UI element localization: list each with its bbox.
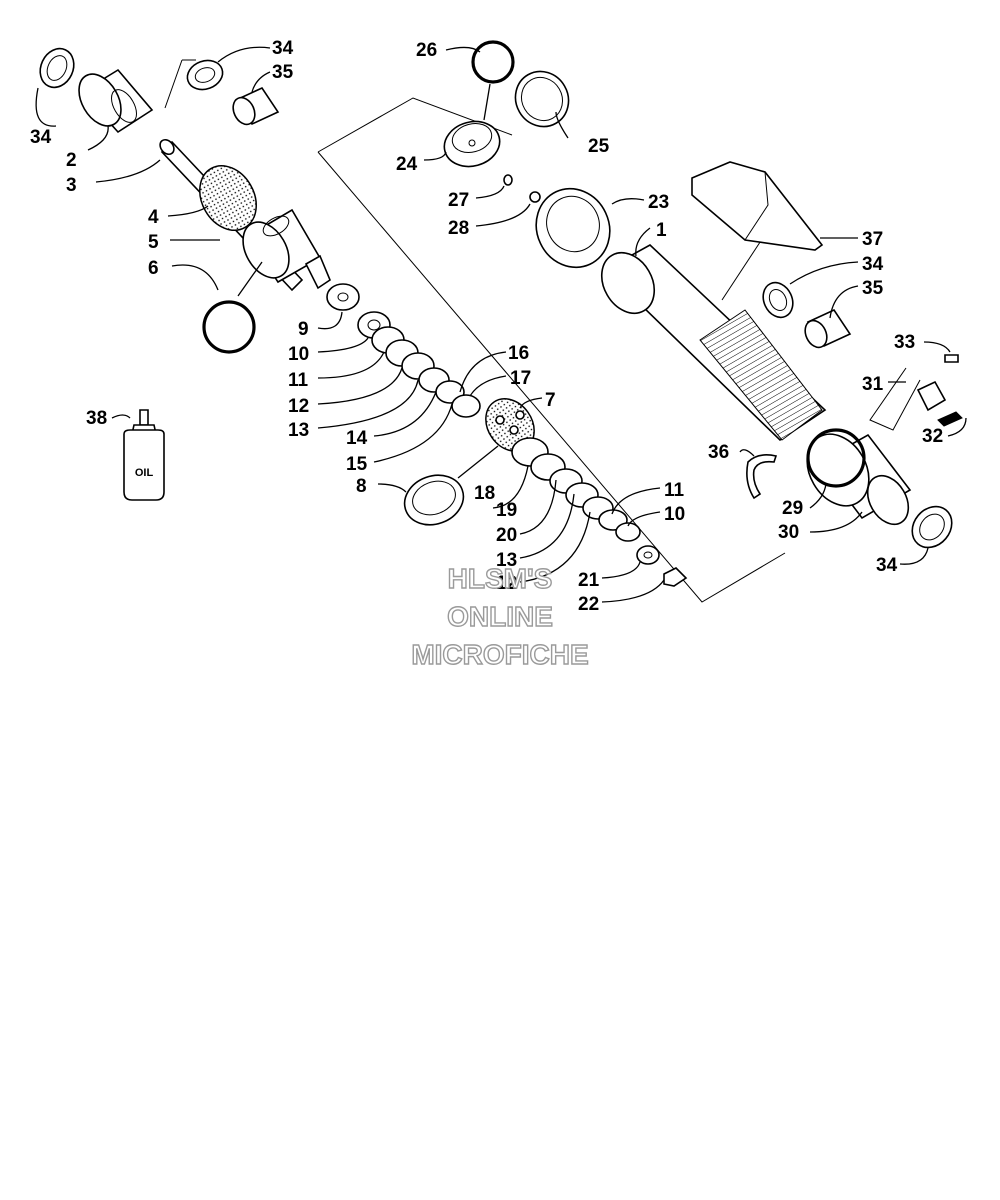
o-ring-6 bbox=[202, 300, 256, 354]
callout-34-a: 34 bbox=[30, 127, 52, 148]
callout-21: 21 bbox=[578, 570, 600, 591]
callout-25: 25 bbox=[588, 136, 610, 157]
watermark-line-2: ONLINE bbox=[447, 601, 553, 632]
callout-33: 33 bbox=[894, 332, 915, 353]
callout-4: 4 bbox=[148, 207, 159, 228]
callout-23: 23 bbox=[648, 192, 669, 213]
callout-10-a: 10 bbox=[288, 344, 309, 365]
o-ring-29 bbox=[806, 428, 866, 488]
screw-33 bbox=[944, 354, 959, 363]
o-ring-26 bbox=[471, 40, 515, 84]
eyelet-2 bbox=[78, 68, 154, 134]
callout-34-d: 34 bbox=[876, 555, 898, 576]
callout-11-b: 11 bbox=[664, 480, 685, 501]
callout-13-b: 13 bbox=[496, 550, 517, 571]
callout-11-a: 11 bbox=[288, 370, 309, 391]
cap-23 bbox=[535, 187, 611, 269]
callout-7: 7 bbox=[545, 390, 556, 411]
valve-31 bbox=[916, 380, 947, 412]
callout-35-a: 35 bbox=[272, 62, 294, 83]
oil-label: OIL bbox=[135, 467, 154, 479]
callout-35-b: 35 bbox=[862, 278, 884, 299]
callout-5: 5 bbox=[148, 232, 159, 253]
oil-bottle-38: OIL bbox=[123, 409, 165, 501]
callout-38: 38 bbox=[86, 408, 107, 429]
callout-12-a: 12 bbox=[288, 396, 309, 417]
callout-26: 26 bbox=[416, 40, 437, 61]
callout-6: 6 bbox=[148, 258, 159, 279]
bushing-34-top-left bbox=[39, 47, 75, 89]
callout-15: 15 bbox=[346, 454, 368, 475]
bushing-34-top bbox=[186, 59, 224, 91]
bumper-4 bbox=[199, 165, 257, 231]
shock-body-1 bbox=[600, 244, 827, 442]
bushing-34-right bbox=[911, 505, 953, 549]
callout-28: 28 bbox=[448, 218, 469, 239]
callout-18: 18 bbox=[474, 483, 495, 504]
callout-16: 16 bbox=[508, 343, 529, 364]
callout-24: 24 bbox=[396, 154, 418, 175]
cover-37 bbox=[691, 161, 824, 251]
callout-34-b: 34 bbox=[272, 38, 294, 59]
callout-29: 29 bbox=[782, 498, 803, 519]
callout-34-c: 34 bbox=[862, 254, 884, 275]
floating-piston-24 bbox=[443, 120, 501, 168]
callout-13-a: 13 bbox=[288, 420, 309, 441]
bushing-34-right-top bbox=[762, 281, 794, 319]
leader-lines bbox=[35, 46, 967, 603]
callout-19: 19 bbox=[496, 500, 517, 521]
callout-2: 2 bbox=[66, 150, 77, 171]
washer-stack bbox=[326, 283, 481, 418]
valve-28 bbox=[529, 191, 541, 203]
callout-8: 8 bbox=[356, 476, 367, 497]
callout-1: 1 bbox=[656, 220, 667, 241]
sleeve-35-right bbox=[804, 308, 852, 349]
callout-3: 3 bbox=[66, 175, 77, 196]
callout-31: 31 bbox=[862, 374, 884, 395]
callout-37: 37 bbox=[862, 229, 883, 250]
washer-stack-lower bbox=[511, 437, 688, 587]
callout-20: 20 bbox=[496, 525, 517, 546]
o-ring-27 bbox=[503, 174, 513, 186]
watermark-line-3: MICROFICHE bbox=[411, 639, 588, 670]
eyelet-30 bbox=[806, 433, 912, 526]
callout-22: 22 bbox=[578, 594, 599, 615]
watermark: HLSM'S ONLINE MICROFICHE bbox=[411, 562, 590, 670]
piston-band-8 bbox=[403, 474, 465, 526]
callout-30: 30 bbox=[778, 522, 799, 543]
callout-9: 9 bbox=[298, 319, 309, 340]
seal-head-5 bbox=[242, 208, 331, 290]
sleeve-35-top bbox=[232, 86, 280, 126]
callout-36: 36 bbox=[708, 442, 729, 463]
callout-12-b: 12 bbox=[496, 573, 517, 594]
hose-36 bbox=[746, 454, 778, 500]
callout-17: 17 bbox=[510, 368, 531, 389]
callout-27: 27 bbox=[448, 190, 469, 211]
pin-32 bbox=[937, 411, 963, 427]
callout-14: 14 bbox=[346, 428, 368, 449]
callout-10-b: 10 bbox=[664, 504, 685, 525]
callout-labels: 34 2 3 34 35 4 5 6 9 10 11 12 13 14 15 1… bbox=[30, 38, 943, 615]
callout-32: 32 bbox=[922, 426, 943, 447]
ring-25 bbox=[514, 70, 570, 128]
watermark-line-1: HLSM'S bbox=[448, 563, 553, 594]
